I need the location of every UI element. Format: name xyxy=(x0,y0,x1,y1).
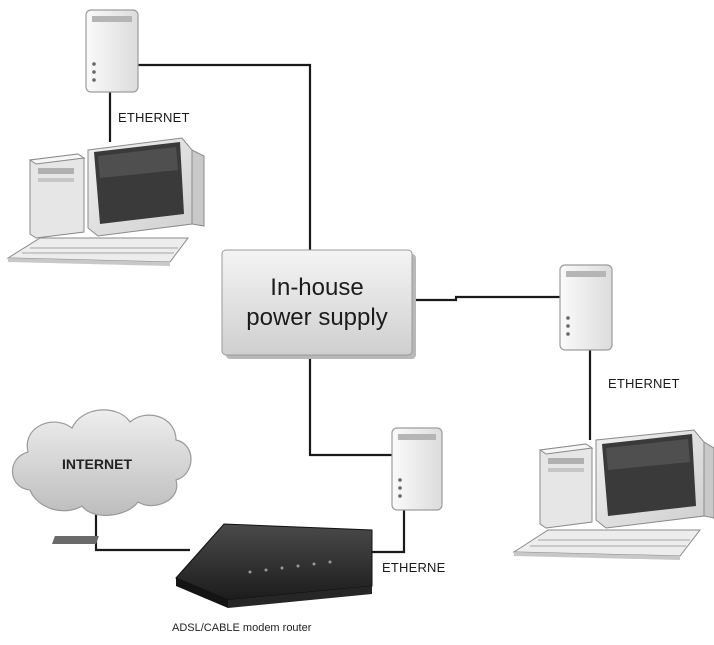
ethernet-label-right: ETHERNET xyxy=(608,376,680,391)
line-bottom-adapter-to-router xyxy=(366,510,406,554)
desktop-computer-right xyxy=(512,429,714,560)
powerline-adapter-bottom xyxy=(391,427,443,511)
power-supply-label-line1: In-house xyxy=(270,273,364,301)
ethernet-label-top: ETHERNET xyxy=(118,110,190,125)
desktop-computer-left xyxy=(6,137,205,266)
line-supply-to-right-adapter xyxy=(414,295,560,302)
powerline-adapter-top xyxy=(85,9,139,93)
connection-lines xyxy=(94,63,592,554)
modem-router xyxy=(52,523,373,608)
line-cloud-to-router xyxy=(94,508,190,552)
ethernet-label-router: ETHERNE xyxy=(382,560,446,575)
line-top-adapter-to-supply xyxy=(138,63,312,250)
power-supply-label: In-house power supply xyxy=(222,250,412,355)
internet-label: INTERNET xyxy=(62,456,132,472)
powerline-adapter-right xyxy=(559,264,613,351)
internet-cloud xyxy=(11,409,192,516)
power-supply-box xyxy=(221,249,416,359)
power-supply-label-line2: power supply xyxy=(246,303,388,331)
router-label: ADSL/CABLE modem router xyxy=(172,622,312,634)
line-supply-to-bottom-adapter xyxy=(308,356,392,457)
